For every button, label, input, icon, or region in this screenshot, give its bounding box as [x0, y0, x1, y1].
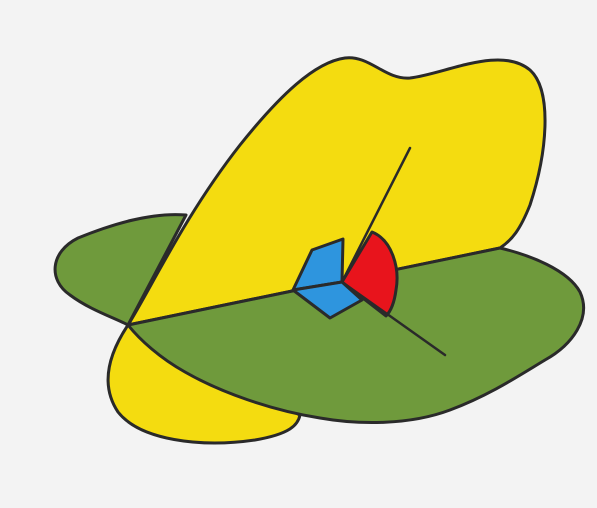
drawing-canvas — [0, 0, 597, 508]
intersecting-planes-drawing — [0, 0, 597, 508]
